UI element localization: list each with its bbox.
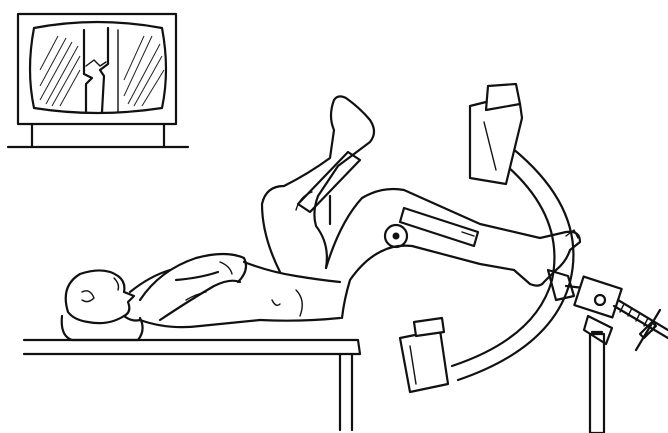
monitor xyxy=(8,14,188,147)
c-arm-fluoroscope xyxy=(400,84,573,392)
screen-hatch-left xyxy=(40,36,80,106)
screen-hatch-right xyxy=(124,36,164,106)
operating-table xyxy=(24,316,360,430)
